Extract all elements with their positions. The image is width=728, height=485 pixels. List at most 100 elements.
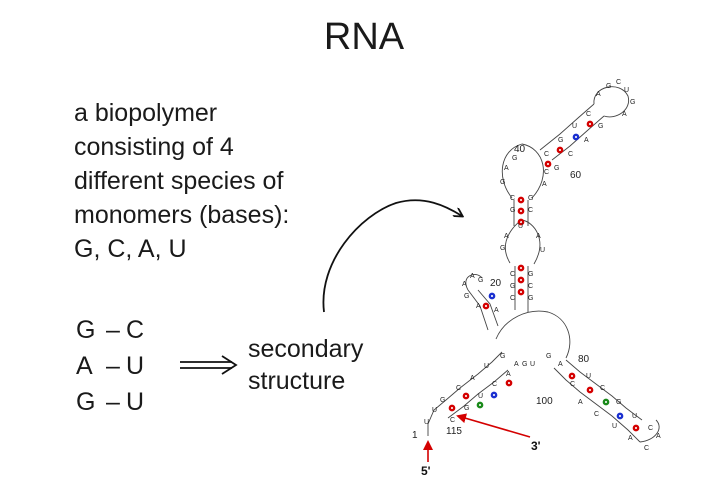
position-number: 60 [570,170,582,181]
svg-text:A: A [578,399,583,406]
svg-text:U: U [612,423,617,430]
svg-text:C: C [528,283,533,290]
svg-text:A: A [596,91,601,98]
svg-text:C: C [528,207,533,214]
secondary-structure-label: secondary structure [248,333,363,397]
description-line: G, C, A, U [74,235,187,263]
pair-right-base: U [126,352,145,380]
base-pair-list: G – C A – U G – U [76,312,144,420]
svg-text:G: G [440,397,445,404]
svg-text:A: A [462,281,467,288]
svg-text:G: G [510,207,515,214]
svg-text:G: G [510,283,515,290]
svg-text:G: G [500,245,505,252]
svg-text:A: A [542,181,547,188]
svg-text:C: C [594,411,599,418]
position-number: 100 [536,396,553,407]
svg-text:G: G [554,165,559,172]
pairs-to-structure-arrow [180,355,238,375]
svg-text:A: A [476,303,481,310]
structure-pointer-arrow [322,199,462,313]
svg-text:U: U [586,373,591,380]
svg-text:C: C [450,417,455,424]
svg-text:G: G [500,353,505,360]
pair-left-base: A [76,352,93,380]
svg-text:A: A [506,371,511,378]
svg-text:G: G [478,277,483,284]
base-pair-gc: G – C [76,312,144,348]
description-line: a biopolymer [74,99,218,127]
three-prime-arrow [456,413,531,438]
svg-text:G: G [558,137,563,144]
pair-dash: – [106,352,120,380]
svg-text:A: A [504,165,509,172]
svg-text:U: U [478,393,483,400]
base-pair-gu: G – U [76,384,144,420]
svg-text:G: G [606,83,611,90]
svg-text:C: C [510,271,515,278]
base-pair-au: A – U [76,348,144,384]
secondary-structure-line: secondary [248,335,364,363]
rna-description: a biopolymer consisting of 4 different s… [74,96,289,266]
position-number: 20 [490,278,502,289]
page-title: RNA [323,16,405,58]
svg-text:C: C [570,381,575,388]
svg-text:G: G [500,179,505,186]
svg-text:G: G [630,99,635,106]
svg-text:U: U [484,363,489,370]
svg-text:A: A [536,233,541,240]
svg-text:G: G [528,195,533,202]
svg-text:C: C [510,295,515,302]
svg-text:C: C [544,169,549,176]
svg-text:C: C [568,151,573,158]
svg-text:C: C [600,385,605,392]
svg-text:C: C [616,79,621,86]
svg-text:G: G [528,271,533,278]
pair-dash: – [106,316,120,344]
svg-text:C: C [544,151,549,158]
svg-text:A: A [494,307,499,314]
svg-text:U: U [540,247,545,254]
svg-text:A: A [470,273,475,280]
pair-right-base: C [126,316,145,344]
position-number: 80 [578,354,590,365]
svg-text:C: C [586,111,591,118]
svg-text:G: G [512,155,517,162]
svg-text:C: C [456,385,461,392]
svg-text:U: U [632,413,637,420]
secondary-structure-line: structure [248,367,346,395]
svg-text:C: C [510,195,515,202]
svg-text:U: U [432,407,437,414]
pair-dash: – [106,388,120,416]
svg-text:C: C [644,445,649,452]
position-number: 40 [514,144,526,155]
description-line: consisting of 4 [74,133,234,161]
svg-text:U: U [424,419,429,426]
five-prime-label: 5' [421,464,431,478]
svg-text:U: U [624,87,629,94]
svg-text:G: G [464,405,469,412]
description-line: monomers (bases): [74,201,290,229]
position-number: 115 [446,426,462,437]
svg-text:G: G [464,293,469,300]
svg-text:U: U [530,361,535,368]
svg-text:C: C [648,425,653,432]
pair-left-base: G [76,388,96,416]
svg-text:A: A [584,137,589,144]
svg-text:A: A [470,375,475,382]
svg-text:G: G [616,399,621,406]
svg-text:U: U [572,123,577,130]
svg-text:A: A [558,361,563,368]
svg-text:A: A [514,361,519,368]
svg-text:G: G [546,353,551,360]
svg-text:G: G [522,361,527,368]
svg-text:A: A [622,111,627,118]
svg-text:G: G [598,123,603,130]
svg-text:A: A [656,433,661,440]
three-prime-label: 3' [531,439,541,453]
svg-text:C: C [492,381,497,388]
svg-text:U: U [518,223,523,230]
svg-text:G: G [528,295,533,302]
